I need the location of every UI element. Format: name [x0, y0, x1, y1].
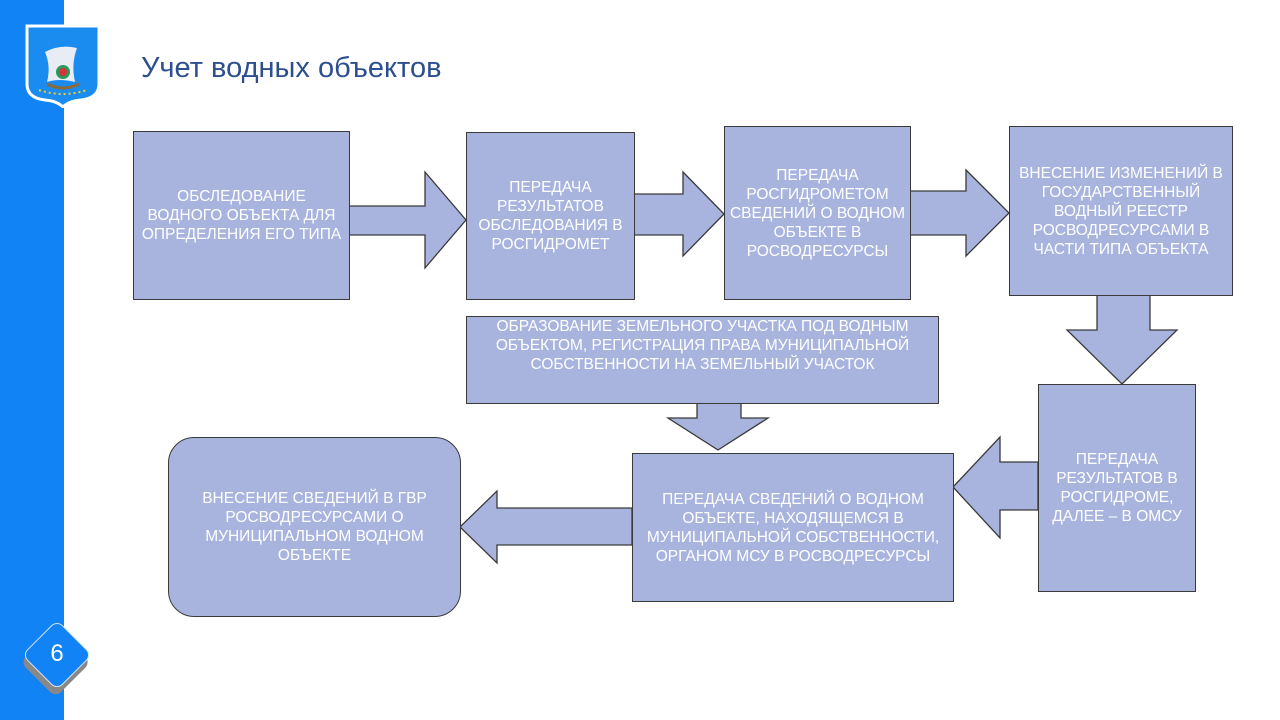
arrow-3-to-4: [909, 168, 1010, 258]
step-results-to-omsu: ПЕРЕДАЧА РЕЗУЛЬТАТОВ В РОСГИДРОМЕ, ДАЛЕЕ…: [1038, 384, 1196, 592]
arrow-4-to-5: [1065, 294, 1179, 385]
step-survey: ОБСЛЕДОВАНИЕ ВОДНОГО ОБЪЕКТА ДЛЯ ОПРЕДЕЛ…: [133, 131, 350, 300]
page-title: Учет водных объектов: [141, 52, 442, 84]
coat-of-arms-logo: [25, 24, 101, 108]
page-number: 6: [50, 640, 64, 667]
step-registry-changes: ВНЕСЕНИЕ ИЗМЕНЕНИЙ В ГОСУДАРСТВЕННЫЙ ВОД…: [1009, 126, 1233, 296]
arrow-6-to-8: [459, 489, 633, 565]
arrow-2-to-3: [633, 170, 725, 258]
step-roshydromet-transfer: ПЕРЕДАЧА РОСГИДРОМЕТОМ СВЕДЕНИЙ О ВОДНОМ…: [724, 126, 911, 300]
page-number-badge: 6: [21, 619, 93, 691]
sidebar-band: [0, 0, 64, 720]
step-gvr-entry: ВНЕСЕНИЕ СВЕДЕНИЙ В ГВР РОСВОДРЕСУРСАМИ …: [168, 437, 461, 617]
arrow-7-to-6: [665, 402, 771, 451]
arrow-5-to-6: [952, 435, 1039, 540]
step-msu-transfer: ПЕРЕДАЧА СВЕДЕНИЙ О ВОДНОМ ОБЪЕКТЕ, НАХО…: [632, 453, 954, 602]
step-transfer-results: ПЕРЕДАЧА РЕЗУЛЬТАТОВ ОБСЛЕДОВАНИЯ В РОСГ…: [466, 132, 635, 300]
arrow-1-to-2: [348, 170, 467, 270]
step-land-registration: ОБРАЗОВАНИЕ ЗЕМЕЛЬНОГО УЧАСТКА ПОД ВОДНЫ…: [466, 316, 939, 404]
